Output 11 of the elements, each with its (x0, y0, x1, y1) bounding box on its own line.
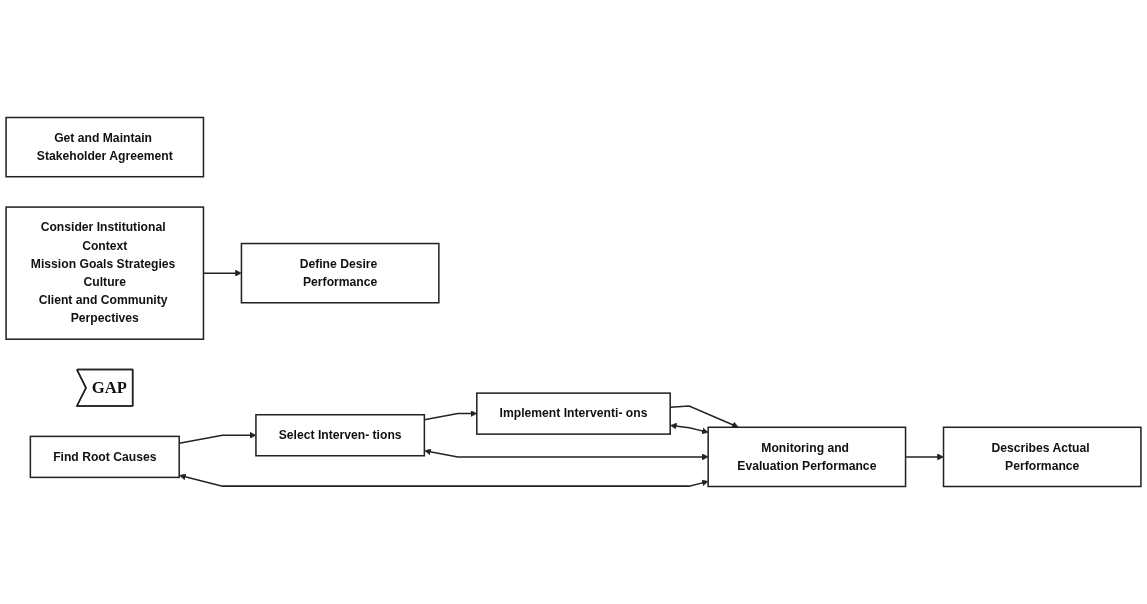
node-box: Implement Interventi- ons (476, 392, 671, 435)
node-box: Consider Institutional Context Mission Goals Strategies Culture Client and Community Perpectives (5, 206, 205, 340)
node-box: Select Interven- tions (255, 414, 426, 457)
arrow (424, 448, 709, 461)
node-box: Monitoring and Evaluation Performance (707, 426, 907, 488)
arrow (670, 422, 709, 435)
node-box: Get and Maintain Stakeholder Agreement (5, 116, 205, 178)
arrow (179, 473, 709, 487)
node-box: Describes Actual Performance (942, 426, 1142, 488)
node-box: Define Desire Performance (240, 242, 440, 304)
node-box: Find Root Causes (29, 435, 180, 479)
